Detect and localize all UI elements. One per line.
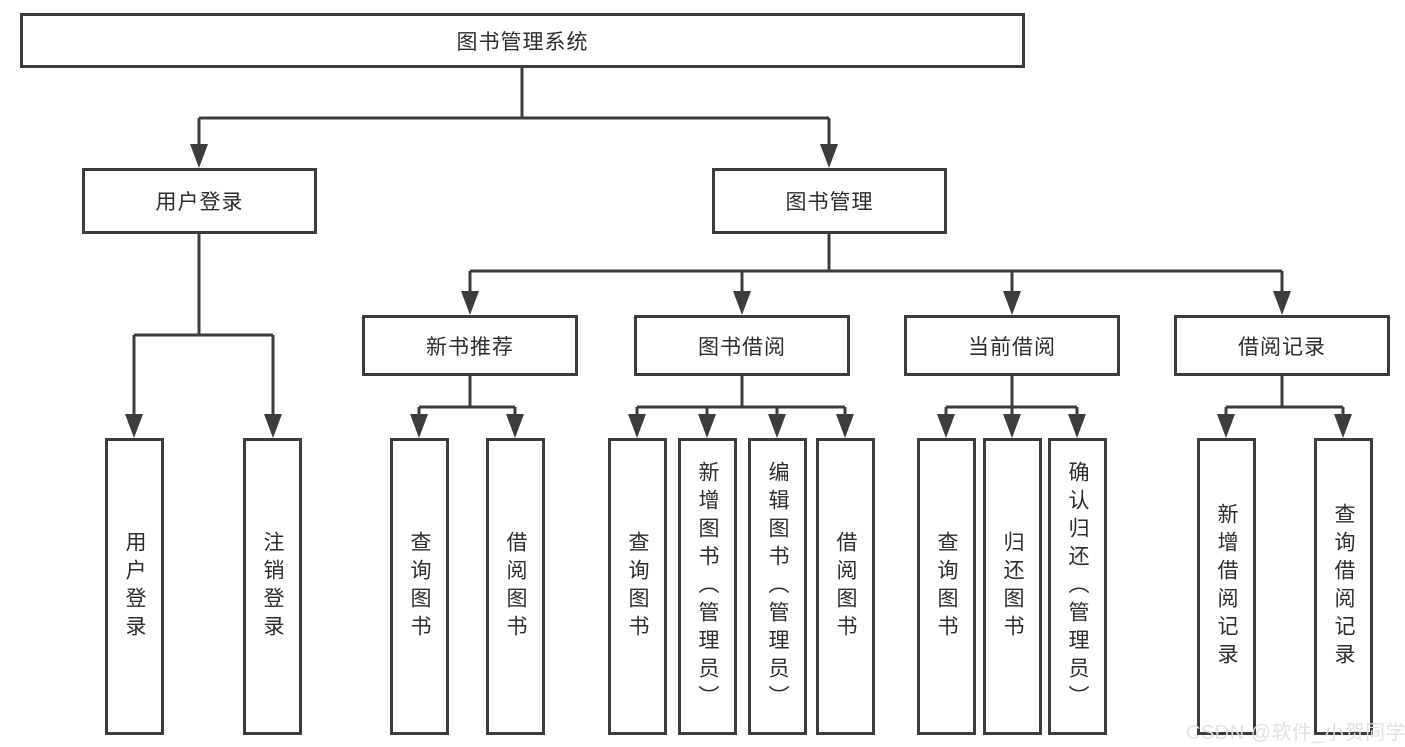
node-label: 查询图书 — [935, 530, 958, 643]
connector-path — [132, 68, 1345, 420]
leaf-query-borrow-record: 查询借阅记录 — [1314, 438, 1373, 735]
arrow-down-icon — [264, 414, 282, 438]
node-label: 新增图书（管理员） — [696, 460, 719, 713]
leaf-add-book-admin: 新增图书（管理员） — [678, 438, 737, 735]
node-label: 用户登录 — [155, 191, 244, 214]
arrow-down-icon — [1003, 291, 1021, 315]
node-book-borrowing: 图书借阅 — [634, 315, 850, 376]
arrow-down-icon — [190, 144, 208, 168]
leaf-query-books-borrow: 查询图书 — [608, 438, 667, 735]
csdn-watermark: CSDN @软件_小贺同学 — [1186, 722, 1405, 744]
arrow-down-icon — [125, 414, 143, 438]
leaf-user-login: 用户登录 — [105, 438, 164, 735]
node-label: 注销登录 — [261, 530, 284, 643]
leaf-borrow-books-recommend: 借阅图书 — [486, 438, 545, 735]
node-label: 查询借阅记录 — [1332, 502, 1355, 671]
node-label: 编辑图书（管理员） — [766, 460, 789, 713]
node-borrowing-records: 借阅记录 — [1174, 315, 1390, 376]
arrow-down-icon — [698, 414, 716, 438]
leaf-add-borrow-record: 新增借阅记录 — [1197, 438, 1256, 735]
arrow-down-icon — [937, 414, 955, 438]
node-label: 归还图书 — [1001, 530, 1024, 643]
arrow-down-icon — [768, 414, 786, 438]
arrow-down-icon — [1217, 414, 1235, 438]
node-book-management: 图书管理 — [712, 168, 947, 234]
node-label: 用户登录 — [123, 530, 146, 643]
node-new-book-recommend: 新书推荐 — [362, 315, 578, 376]
arrow-down-icon — [410, 414, 428, 438]
arrow-down-icon — [461, 291, 479, 315]
node-book-management-system: 图书管理系统 — [20, 13, 1025, 68]
node-label: 图书借阅 — [698, 335, 786, 359]
leaf-confirm-return-admin: 确认归还（管理员） — [1048, 438, 1107, 735]
leaf-edit-book-admin: 编辑图书（管理员） — [748, 438, 807, 735]
node-label: 借阅图书 — [504, 530, 527, 643]
arrow-down-icon — [1068, 414, 1086, 438]
node-label: 确认归还（管理员） — [1066, 460, 1089, 713]
arrow-down-icon — [836, 414, 854, 438]
node-label: 查询图书 — [626, 530, 649, 643]
node-label: 新书推荐 — [426, 335, 514, 359]
node-label: 新增借阅记录 — [1215, 502, 1238, 671]
node-label: 图书管理系统 — [456, 30, 589, 54]
arrow-down-icon — [820, 144, 838, 168]
arrow-down-icon — [1334, 414, 1352, 438]
leaf-query-books-current: 查询图书 — [917, 438, 976, 735]
arrow-down-icon — [628, 414, 646, 438]
leaf-borrow-books: 借阅图书 — [816, 438, 875, 735]
arrow-down-icon — [1273, 291, 1291, 315]
node-label: 借阅记录 — [1238, 335, 1326, 359]
node-label: 图书管理 — [785, 191, 874, 214]
node-label: 当前借阅 — [968, 335, 1056, 359]
node-label: 借阅图书 — [834, 530, 857, 643]
node-user-login: 用户登录 — [82, 168, 317, 234]
arrow-down-icon — [733, 291, 751, 315]
node-current-borrowing: 当前借阅 — [904, 315, 1120, 376]
arrow-down-icon — [506, 414, 524, 438]
leaf-logout: 注销登录 — [243, 438, 302, 735]
node-label: 查询图书 — [408, 530, 431, 643]
leaf-return-books: 归还图书 — [983, 438, 1042, 735]
leaf-query-books-recommend: 查询图书 — [390, 438, 449, 735]
arrow-down-icon — [1003, 414, 1021, 438]
